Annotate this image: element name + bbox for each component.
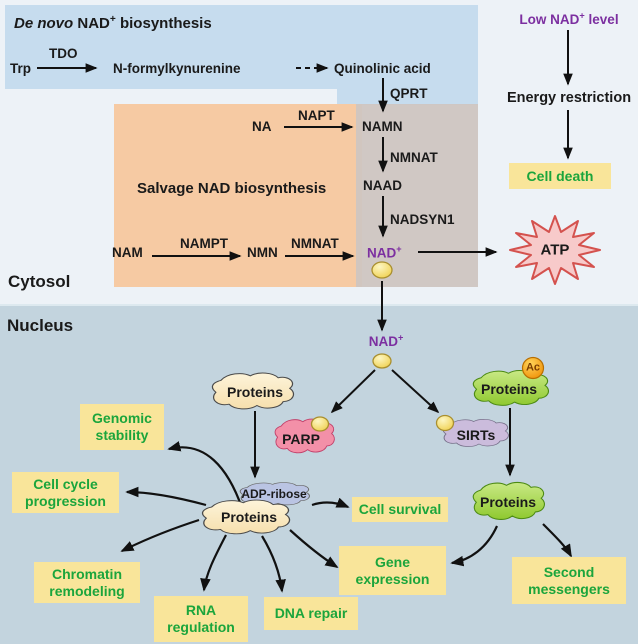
de-novo-title: De novo NAD+ biosynthesis [14,14,212,32]
metabolite-nad-cytosol: NAD+ [367,244,402,261]
arrow-to-genomic-stability [167,441,244,509]
arrow-to-cell-cycle [125,486,207,507]
adp-ribose-label: ADP-ribose [241,487,307,501]
metabolite-nad-nucleus: NAD+ [368,332,404,349]
parp-label: PARP [282,431,320,447]
ac-badge [521,356,545,380]
proteins-parylated-label: Proteins [220,509,278,525]
outcome-arrows [120,441,572,593]
metabolite-nam: NAM [112,245,143,260]
outcome-gene-expression: Gene expression [339,546,446,595]
outcome-cell-cycle: Cell cycle progression [12,472,119,513]
cytosol-label: Cytosol [8,272,71,291]
arrow-to-chromatin [120,518,200,552]
metabolite-namn: NAMN [362,119,403,134]
arrow-to-second-messengers [542,523,572,558]
nad-column-band [356,104,478,287]
outcome-rna: RNA regulation [154,596,248,642]
enzyme-nadsyn1: NADSYN1 [390,212,455,227]
arrow-to-rna [200,534,227,592]
proteins-acetyl-label: Proteins [480,381,538,397]
enzyme-nampt: NAMPT [180,236,228,251]
ac-label: Ac [525,361,541,374]
metabolite-naad: NAAD [363,178,402,193]
arrow-nad-to-parp [330,369,376,414]
atp-burst [509,215,601,285]
nad-oval-parp [310,416,330,432]
metabolite-nmn: NMN [247,245,278,260]
metabolite-na: NA [252,119,272,134]
outcome-cell-survival: Cell survival [352,497,448,522]
enzyme-qprt: QPRT [390,86,428,101]
de-novo-box [5,5,478,89]
metabolite-trp: Trp [10,61,32,76]
proteins-deacetylated-label: Proteins [479,494,537,510]
low-nad-level: Low NAD+ level [519,10,619,27]
nad-oval-cytosol [371,261,393,279]
pathway-arrows [37,30,573,479]
enzyme-tdo: TDO [49,46,78,61]
enzyme-nmnat-2: NMNAT [291,236,339,251]
nucleus-label: Nucleus [7,316,74,335]
arrow-to-gene-expression-right [450,525,499,567]
nad-oval-sirts [435,414,455,432]
arrow-to-cell-survival [311,497,350,509]
nad-oval-nucleus [372,353,392,369]
outcome-dna-repair: DNA repair [264,597,358,630]
arrow-to-gene-expression-left [289,529,339,568]
outcome-chromatin: Chromatin remodeling [34,562,140,603]
metabolite-quinolinic-acid: Quinolinic acid [334,61,431,76]
outcome-second-messengers: Second messengers [512,557,626,604]
cell-death-box: Cell death [509,163,611,189]
outcome-genomic-stability: Genomic stability [80,404,164,450]
enzyme-napt: NAPT [298,108,335,123]
atp-label: ATP [540,241,570,259]
energy-restriction: Energy restriction [506,89,632,106]
arrow-nad-to-sirts [391,369,440,414]
metabolite-n-formylkynurenine: N-formylkynurenine [113,61,241,76]
arrow-to-dna-repair [261,535,286,593]
salvage-title: Salvage NAD biosynthesis [137,180,327,197]
de-novo-box-extension [337,89,478,105]
enzyme-nmnat-1: NMNAT [390,150,438,165]
sirts-label: SIRTs [456,427,496,443]
nad-ovals [310,261,455,432]
proteins-upper-label: Proteins [226,384,284,400]
